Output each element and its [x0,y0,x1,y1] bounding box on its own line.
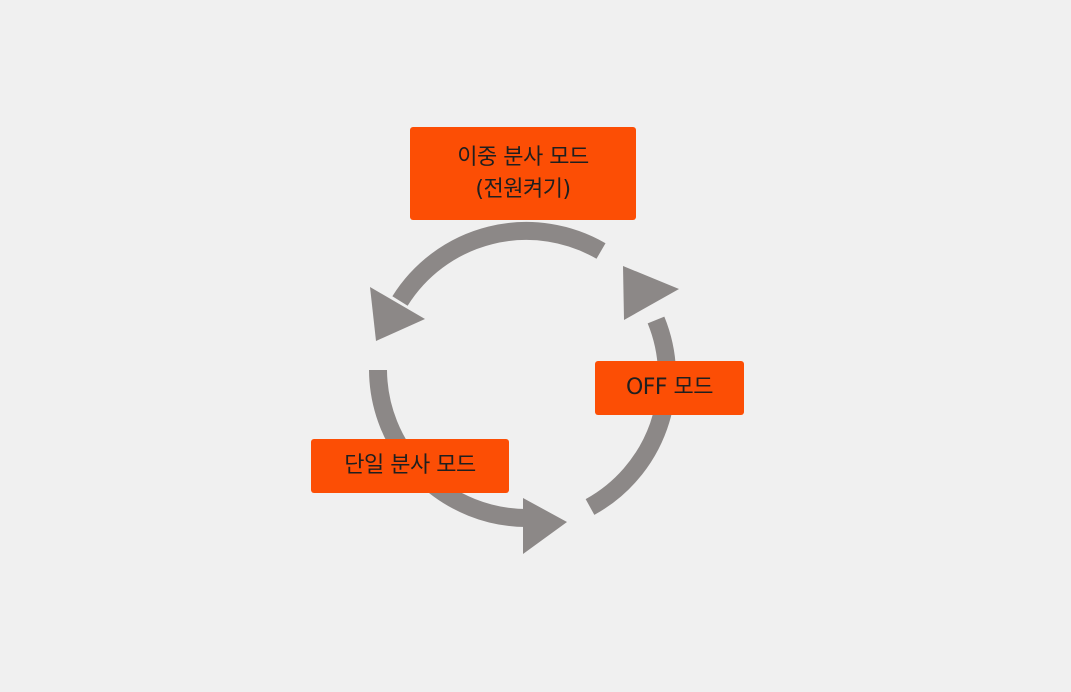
off-mode-label: OFF 모드 [625,375,714,400]
arrow-bottom-head [523,498,567,554]
single-spray-mode-box: 단일 분사 모드 [311,439,509,493]
arrow-top-head [370,287,425,341]
off-mode-box: OFF 모드 [595,361,744,415]
arrow-right-shaft [585,316,677,515]
arrow-right-head [623,266,679,320]
dual-spray-mode-sublabel: (전원켜기) [475,176,571,202]
dual-spray-mode-label: 이중 분사 모드 [457,144,589,170]
dual-spray-mode-box: 이중 분사 모드 (전원켜기) [410,127,636,220]
single-spray-mode-label: 단일 분사 모드 [344,453,476,478]
arrow-top-shaft [392,221,606,306]
